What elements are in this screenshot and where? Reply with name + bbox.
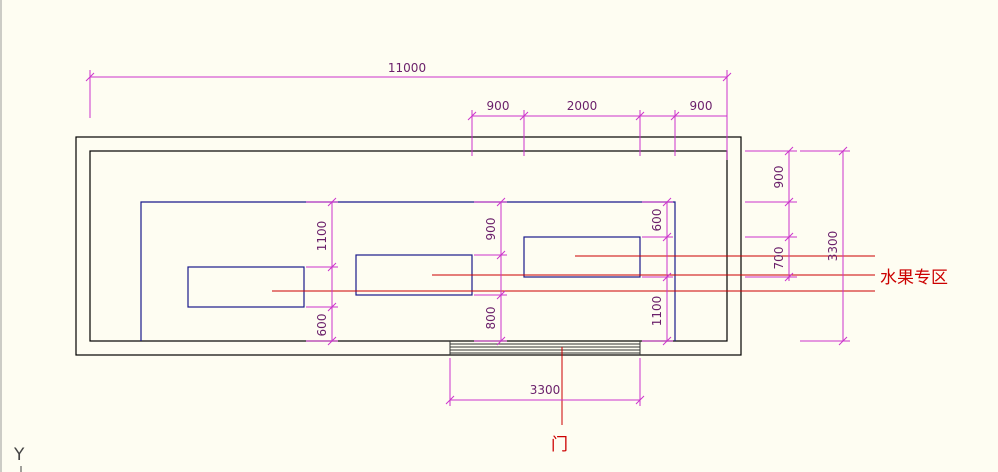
dim-right-overall-value: 3300: [826, 231, 840, 262]
display-stand-right: [523, 236, 641, 278]
door-opening: [449, 341, 641, 355]
dim-display-lower-mid-value: 800: [484, 307, 498, 330]
dim-top-middle-value: 2000: [567, 99, 598, 113]
coordinate-axis-indicator: Y: [13, 445, 25, 472]
fruit-zone-boundary: [140, 201, 676, 341]
dim-door-width-value: 3300: [530, 383, 561, 397]
door-label: 门: [551, 435, 568, 455]
dimension-values: 11000 900 2000 900 3300 900 700 3300 110…: [315, 61, 840, 397]
building-walls: [75, 136, 742, 356]
dim-right-middle-value: 700: [772, 247, 786, 270]
dim-top-left-gap-value: 900: [487, 99, 510, 113]
dim-display-upper-left-value: 1100: [315, 221, 329, 252]
dim-display-upper-right-value: 600: [650, 209, 664, 232]
outer-wall: [75, 136, 742, 356]
dim-overall-width-value: 11000: [388, 61, 426, 75]
axis-y-label: Y: [13, 445, 25, 465]
dim-display-lower-left-value: 600: [315, 314, 329, 337]
dim-right-top-gap-value: 900: [772, 166, 786, 189]
zone-leader-lines: [272, 255, 875, 425]
display-stand-left: [187, 266, 305, 308]
fruit-zone-label: 水果专区: [880, 268, 948, 288]
dim-display-upper-mid-value: 900: [484, 218, 498, 241]
inner-wall: [89, 150, 728, 342]
dimension-lines: [85, 70, 850, 406]
dim-display-lower-right-value: 1100: [650, 296, 664, 327]
dim-top-right-gap-value: 900: [690, 99, 713, 113]
